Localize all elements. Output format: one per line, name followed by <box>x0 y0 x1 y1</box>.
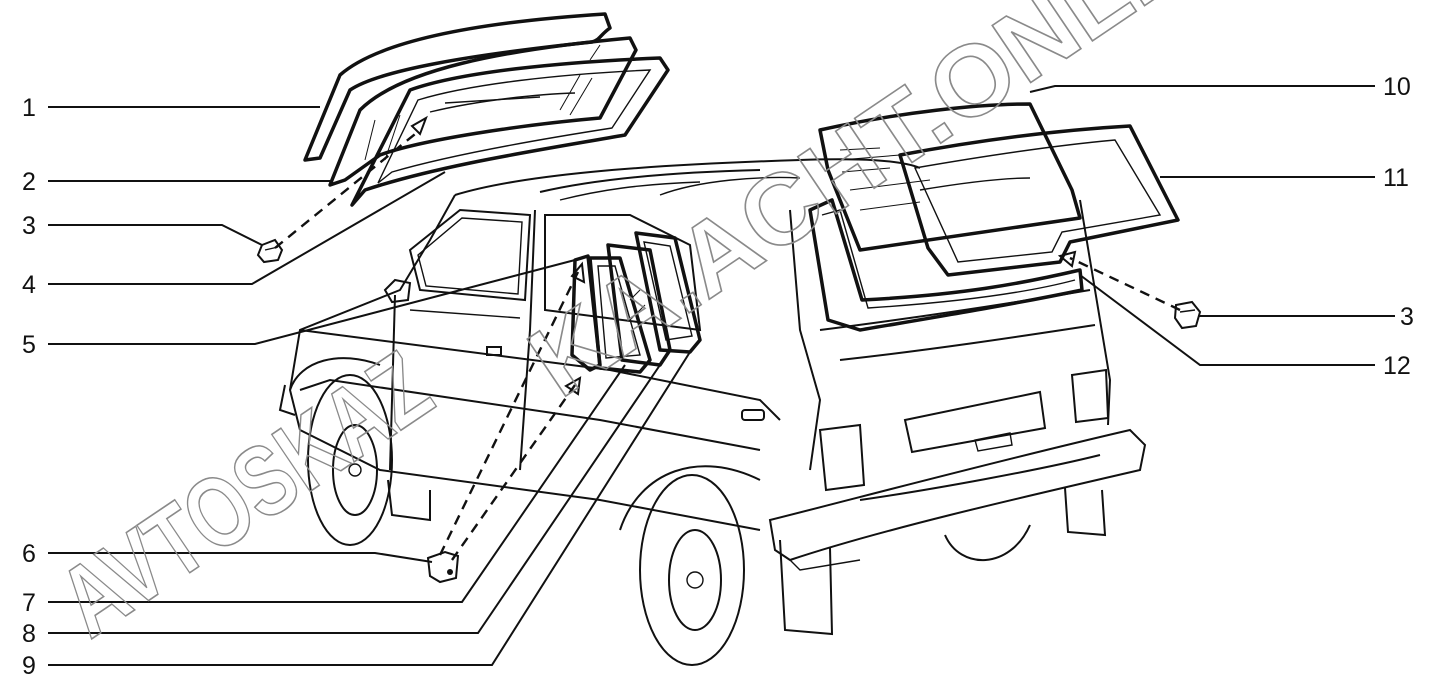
vehicle-illustration <box>278 158 1147 666</box>
leader-10 <box>1029 85 1375 93</box>
rear-window-stack <box>808 102 1180 332</box>
glass-panel-2 <box>328 36 638 187</box>
leader-7 <box>48 364 626 603</box>
callout-12: 12 <box>1383 352 1411 380</box>
rear-side-glass-stack <box>303 12 670 207</box>
callout-5: 5 <box>22 331 36 359</box>
callout-7: 7 <box>22 589 36 617</box>
callout-2: 2 <box>22 168 36 196</box>
glass-seal-4 <box>350 56 670 207</box>
callout-3-left: 3 <box>22 212 36 240</box>
leader-4 <box>48 171 446 285</box>
leader-6 <box>48 552 433 563</box>
vent-seal-9 <box>634 231 702 354</box>
callout-11: 11 <box>1383 164 1409 192</box>
callout-labels: 1 2 3 4 5 6 7 8 9 10 11 3 12 <box>22 73 1414 680</box>
watermark: AVTOSKAZ KA.ACHT.ONLINE <box>39 0 1294 659</box>
side-vent-glass-stack <box>570 231 702 374</box>
callout-9: 9 <box>22 652 36 680</box>
clip-6 <box>426 550 460 584</box>
install-arrows <box>274 115 1181 561</box>
rear-glass-10 <box>818 102 1082 252</box>
vent-frame-7 <box>588 256 652 374</box>
leader-3a <box>48 224 263 246</box>
rear-seal-11 <box>898 124 1180 277</box>
callout-8: 8 <box>22 620 36 648</box>
clip-3-right <box>1173 300 1202 330</box>
callout-10: 10 <box>1383 73 1411 101</box>
vent-glass-8 <box>606 243 672 367</box>
watermark-line-2: KA.ACHT.ONLINE <box>510 0 1294 418</box>
leader-9 <box>48 351 691 666</box>
callout-1: 1 <box>22 94 36 122</box>
leader-lines <box>48 85 1395 666</box>
rear-frame-seal-12 <box>808 198 1084 332</box>
callout-6: 6 <box>22 540 36 568</box>
leader-5 <box>48 259 576 345</box>
clip-3-left <box>256 238 284 264</box>
leader-12 <box>1079 274 1375 366</box>
leader-8 <box>48 364 661 634</box>
callout-3-right: 3 <box>1400 303 1414 331</box>
vent-seal-5 <box>570 254 602 372</box>
callout-4: 4 <box>22 271 36 299</box>
glass-seal-1 <box>303 12 612 162</box>
